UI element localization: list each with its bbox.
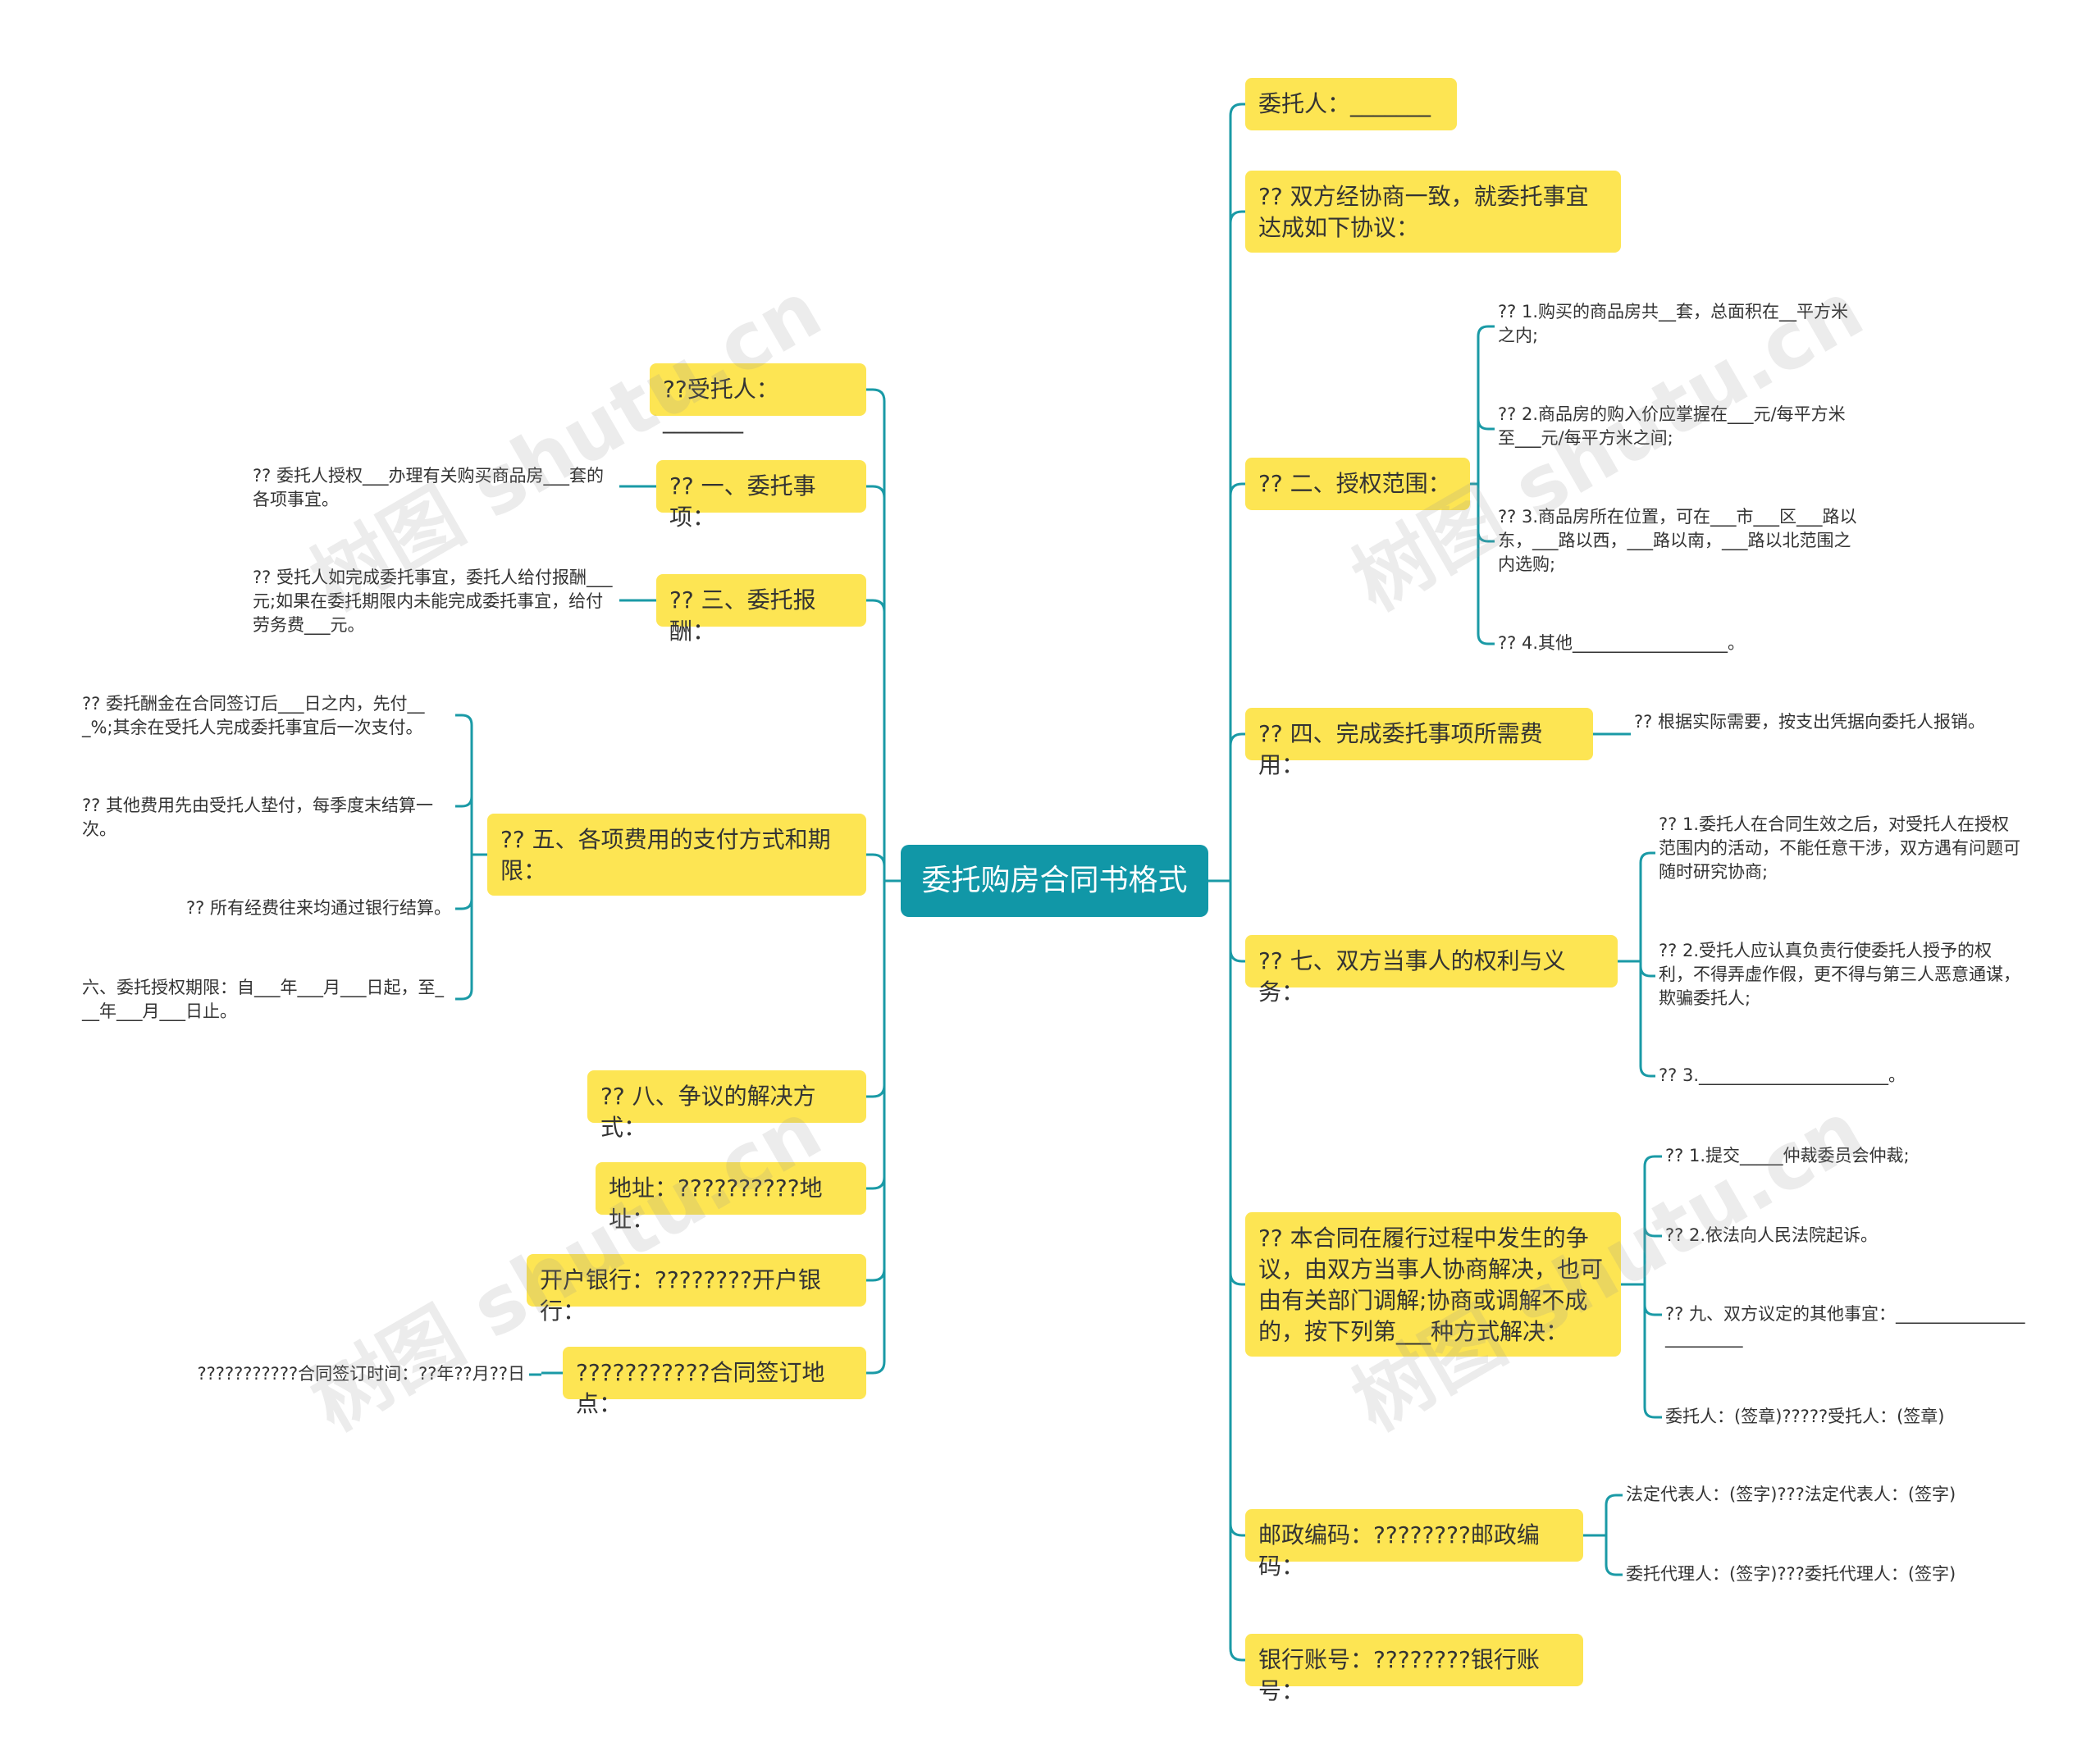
connector [1639,851,1655,864]
connector [866,853,886,867]
branch-r7[interactable]: 银行账号：????????银行账号： [1245,1634,1583,1704]
connector [1477,418,1495,431]
branch-r4[interactable]: ?? 七、双方当事人的权利与义务： [1245,935,1618,1006]
branch-l1[interactable]: ?? 一、委托事项： [656,460,866,531]
connector [1229,482,1245,496]
leaf-r6-0: 法定代表人：(签字)???法定代表人：(签字) [1626,1485,1956,1504]
connector [455,796,473,808]
branch-l6[interactable]: 开户银行：????????开户银行： [527,1254,866,1325]
connector [866,388,886,402]
leaf-r3-0: ?? 根据实际需要，按支出凭据向委托人报销。 [1634,712,1985,732]
connector [1643,1225,1662,1238]
branch-r2[interactable]: ?? 二、授权范围： [1245,458,1470,510]
connector [1605,1564,1623,1576]
branch-l0[interactable]: ??受托人：_______ [650,363,866,434]
connector [1229,1272,1245,1286]
leaf-l3-1: ?? 其他费用先由受托人垫付，每季度末结算一次。 [82,796,433,839]
connector [866,599,886,613]
branch-r0[interactable]: 委托人：_______ [1245,78,1457,130]
leaf-r5-1: ?? 2.依法向人民法院起诉。 [1665,1225,1879,1245]
connector [866,1176,886,1190]
branch-l4[interactable]: ?? 八、争议的解决方式： [587,1070,866,1141]
leaf-r2-2: ?? 3.商品房所在位置，可在___市___区___路以东，___路以西，___… [1498,507,1857,574]
leaf-r6-1: 委托代理人：(签字)???委托代理人：(签字) [1626,1564,1956,1584]
connector [866,1361,886,1375]
connector [1643,1155,1662,1167]
connector [1639,965,1655,978]
leaf-r4-0: ?? 1.委托人在合同生效之后，对受托人在授权范围内的活动，不能任意干涉，双方遇… [1659,814,2020,882]
connector [1477,325,1495,337]
branch-l2[interactable]: ?? 三、委托报酬： [656,574,866,645]
connector [1229,103,1245,116]
branch-l3[interactable]: ?? 五、各项费用的支付方式和期限： [487,814,866,896]
connector [1605,1494,1623,1506]
branch-r3[interactable]: ?? 四、完成委托事项所需费用： [1245,708,1593,778]
connector [455,988,473,1001]
connector [1639,1065,1655,1078]
branch-l5[interactable]: 地址：??????????地址： [596,1162,866,1233]
leaf-r5-3: 委托人：(签章)?????受托人：(签章) [1665,1407,1945,1426]
branch-r1[interactable]: ?? 双方经协商一致，就委托事宜达成如下协议： [1245,171,1621,253]
leaf-l3-2: ?? 所有经费往来均通过银行结算。 [186,898,451,918]
connector [1229,210,1245,224]
leaf-l3-3: 六、委托授权期限：自___年___月___日起，至___年___月___日止。 [82,978,444,1021]
connector [866,1268,886,1282]
branch-r6[interactable]: 邮政编码：????????邮政编码： [1245,1509,1583,1580]
connector [866,485,886,499]
connector [1229,1648,1245,1662]
leaf-r2-0: ?? 1.购买的商品房共__套，总面积在__平方米之内; [1498,302,1849,345]
branch-l7[interactable]: ???????????合同签订地点： [563,1347,866,1417]
connector [1643,1304,1662,1316]
connector [866,1084,886,1098]
connector [1643,1407,1662,1419]
leaf-l3-0: ?? 委托酬金在合同签订后___日之内，先付___%;其余在受托人完成委托事宜后… [82,694,425,737]
leaf-r2-1: ?? 2.商品房的购入价应掌握在___元/每平方米至___元/每平方米之间; [1498,404,1846,448]
leaf-r5-0: ?? 1.提交_____仲裁委员会仲裁; [1665,1146,1910,1165]
leaf-l2-0: ?? 受托人如完成委托事宜，委托人给付报酬___元;如果在委托期限内未能完成委托… [253,568,613,635]
leaf-r4-1: ?? 2.受托人应认真负责行使委托人授予的权利，不得弄虚作假，更不得与第三人恶意… [1659,941,2020,1008]
connector [455,898,473,910]
leaf-r5-2: ?? 九、双方议定的其他事宜：________________________ [1665,1304,2025,1348]
leaf-l7-0: ???????????合同签订时间：??年??月??日 [197,1364,525,1384]
connector [1229,949,1245,963]
connector [455,714,473,726]
connector [1229,1523,1245,1537]
connector [1477,531,1495,543]
root-topic[interactable]: 委托购房合同书格式 [901,845,1208,917]
branch-r5[interactable]: ?? 本合同在履行过程中发生的争议，由双方当事人协商解决，也可由有关部门调解;协… [1245,1212,1621,1357]
leaf-r2-3: ?? 4.其他__________________。 [1498,633,1746,653]
connector [1477,633,1495,645]
leaf-l1-0: ?? 委托人授权___办理有关购买商品房___套的各项事宜。 [253,466,604,509]
leaf-r4-2: ?? 3.______________________。 [1659,1065,1906,1085]
connector [1229,732,1245,746]
